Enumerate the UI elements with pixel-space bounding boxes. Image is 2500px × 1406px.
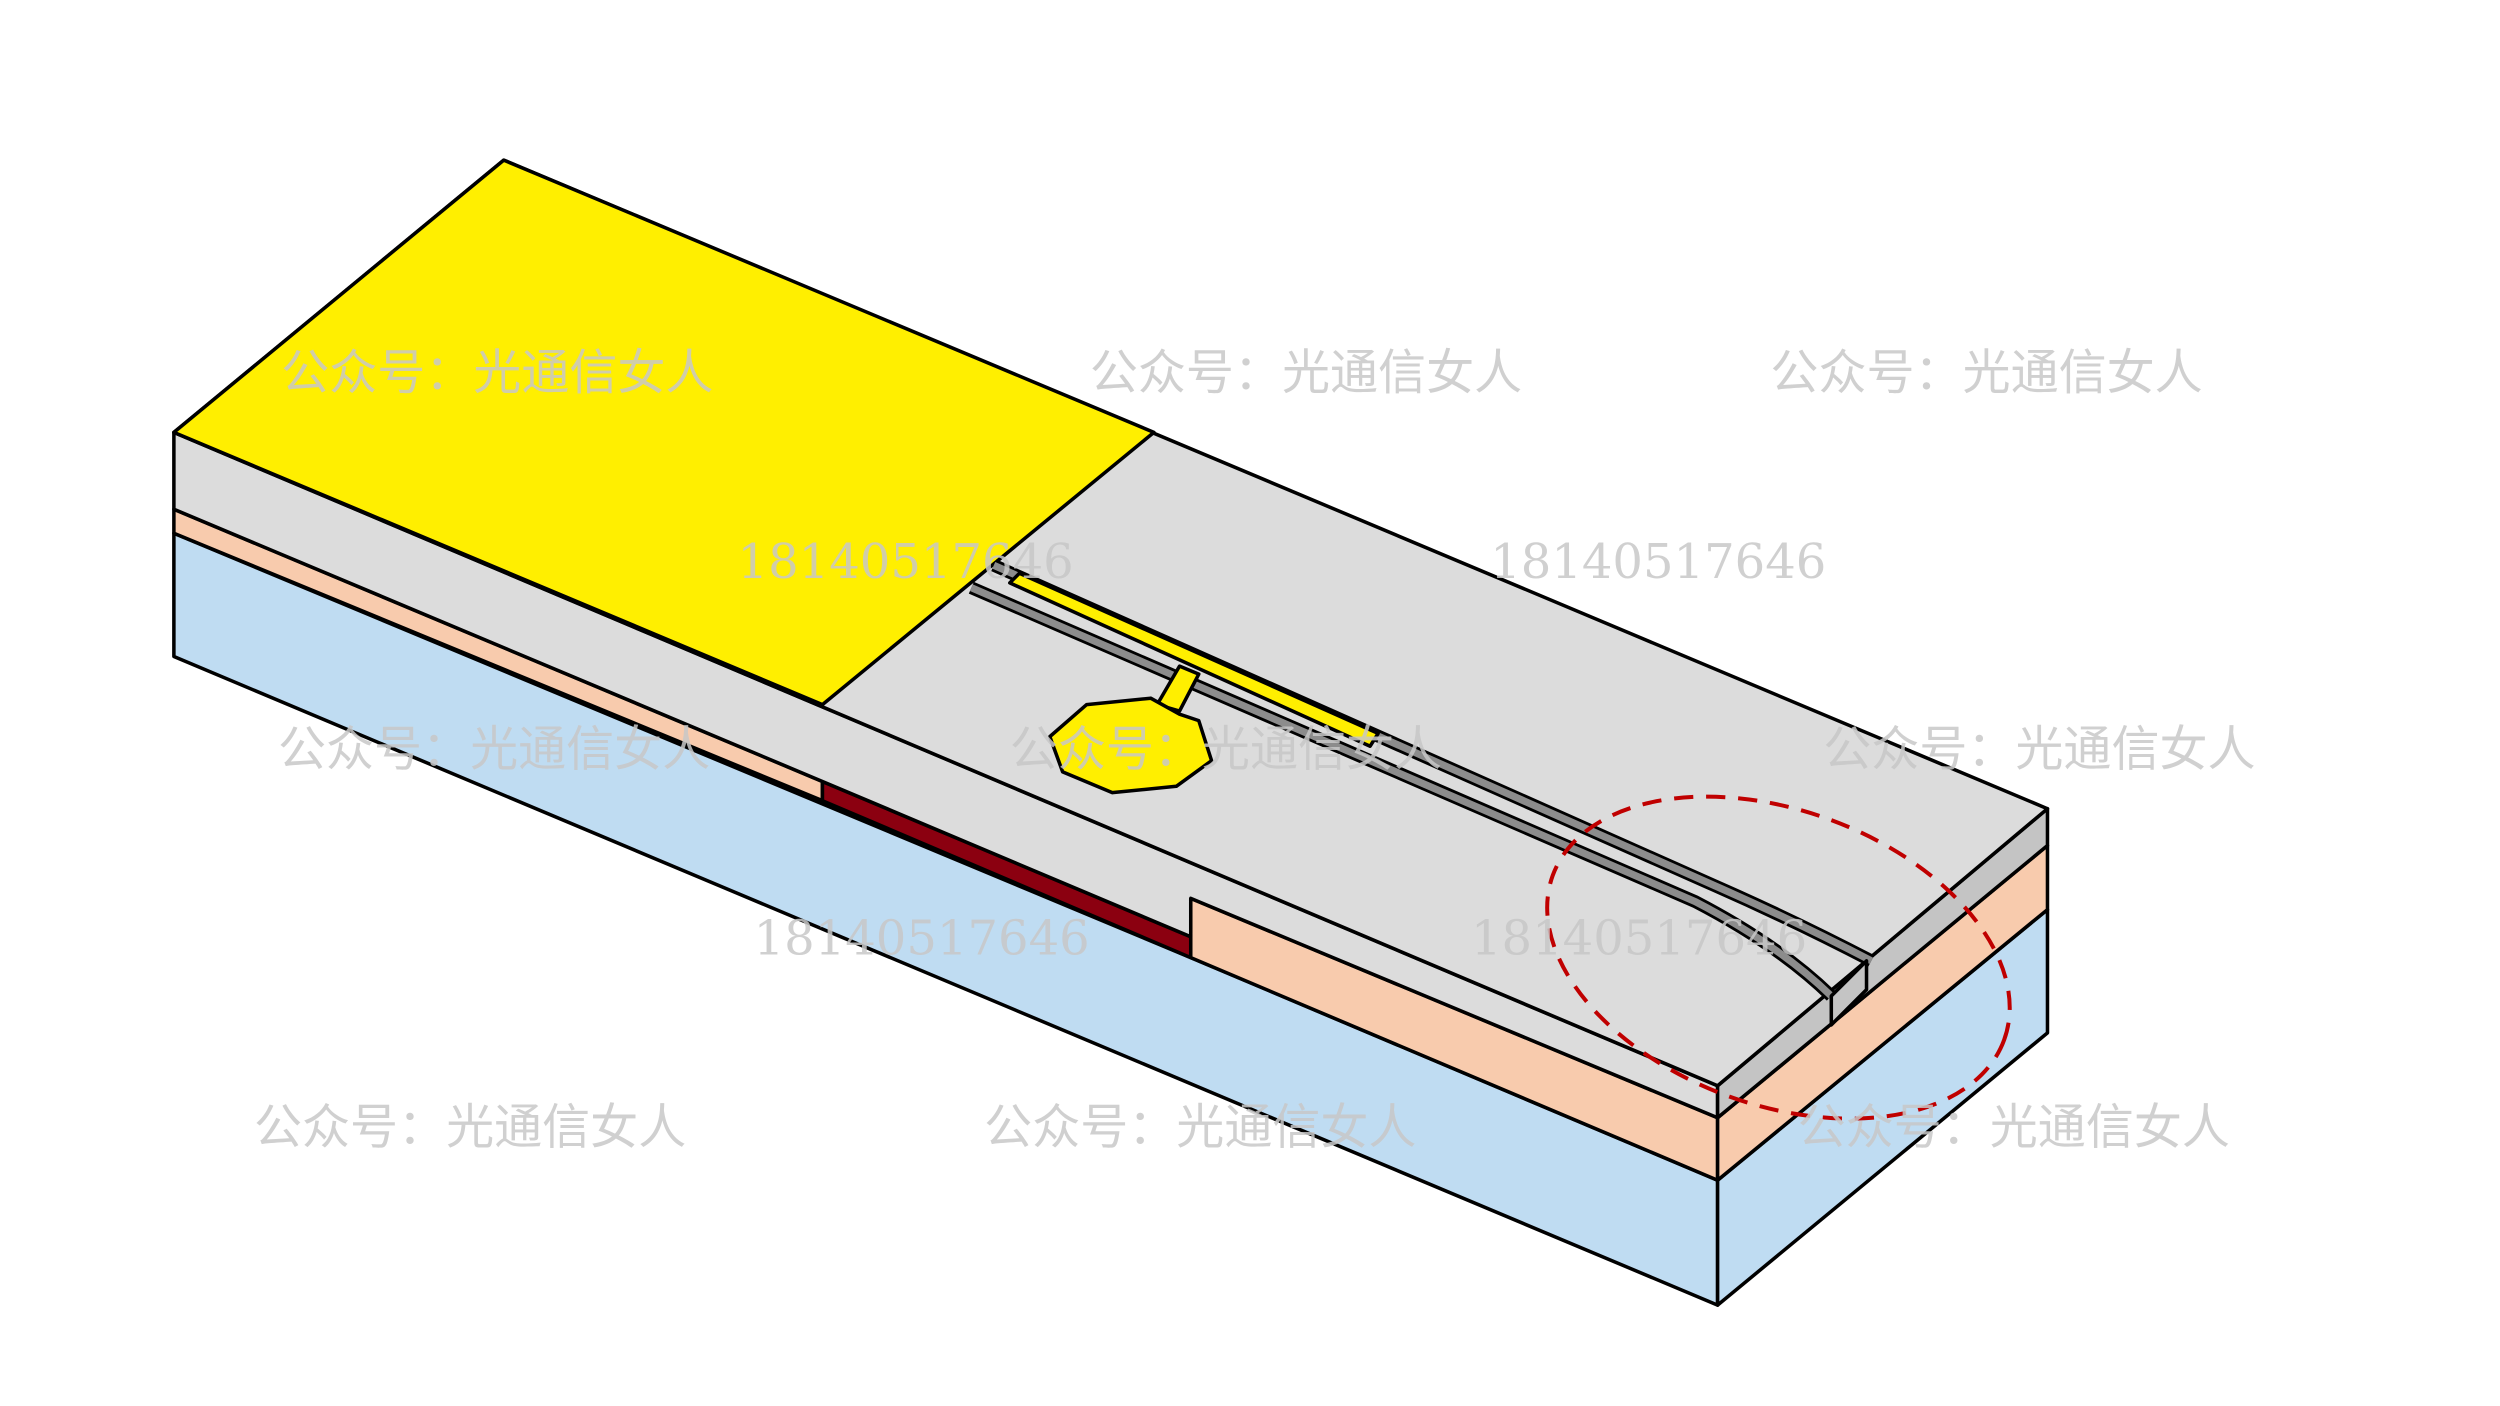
watermark-phone: 18140517646 bbox=[1471, 910, 1807, 966]
watermark-account: 公众号：光通信女人 bbox=[1823, 721, 2255, 777]
watermark-account: 公众号：光通信女人 bbox=[1010, 721, 1442, 777]
watermark-phone: 18140517646 bbox=[1490, 534, 1826, 590]
watermark-account: 公众号：光通信女人 bbox=[1090, 345, 1522, 401]
electrode-stem bbox=[1155, 664, 1201, 713]
electrode-bond-pad bbox=[1048, 696, 1214, 795]
watermark-phone: 18140517646 bbox=[738, 534, 1074, 590]
watermark-account: 公众号：光通信女人 bbox=[1770, 345, 2202, 401]
watermark-account: 公众号：光通信女人 bbox=[281, 345, 713, 401]
waveguide-rails bbox=[968, 559, 1875, 1027]
watermark-account: 公众号：光通信女人 bbox=[1798, 1099, 2230, 1155]
watermark-account: 公众号：光通信女人 bbox=[278, 721, 710, 777]
watermarks: 公众号：光通信女人 公众号：光通信女人 公众号：光通信女人 公众号：光通信女人 … bbox=[254, 345, 2256, 1155]
waveguide-end-facet bbox=[1829, 959, 1869, 1027]
watermark-account: 公众号：光通信女人 bbox=[254, 1099, 686, 1155]
watermark-account: 公众号：光通信女人 bbox=[984, 1099, 1416, 1155]
highlight-ellipse bbox=[1545, 794, 2012, 1121]
watermark-phone: 18140517646 bbox=[754, 910, 1090, 966]
electrode-strip bbox=[1008, 571, 1380, 748]
metal-pad bbox=[172, 158, 1156, 707]
